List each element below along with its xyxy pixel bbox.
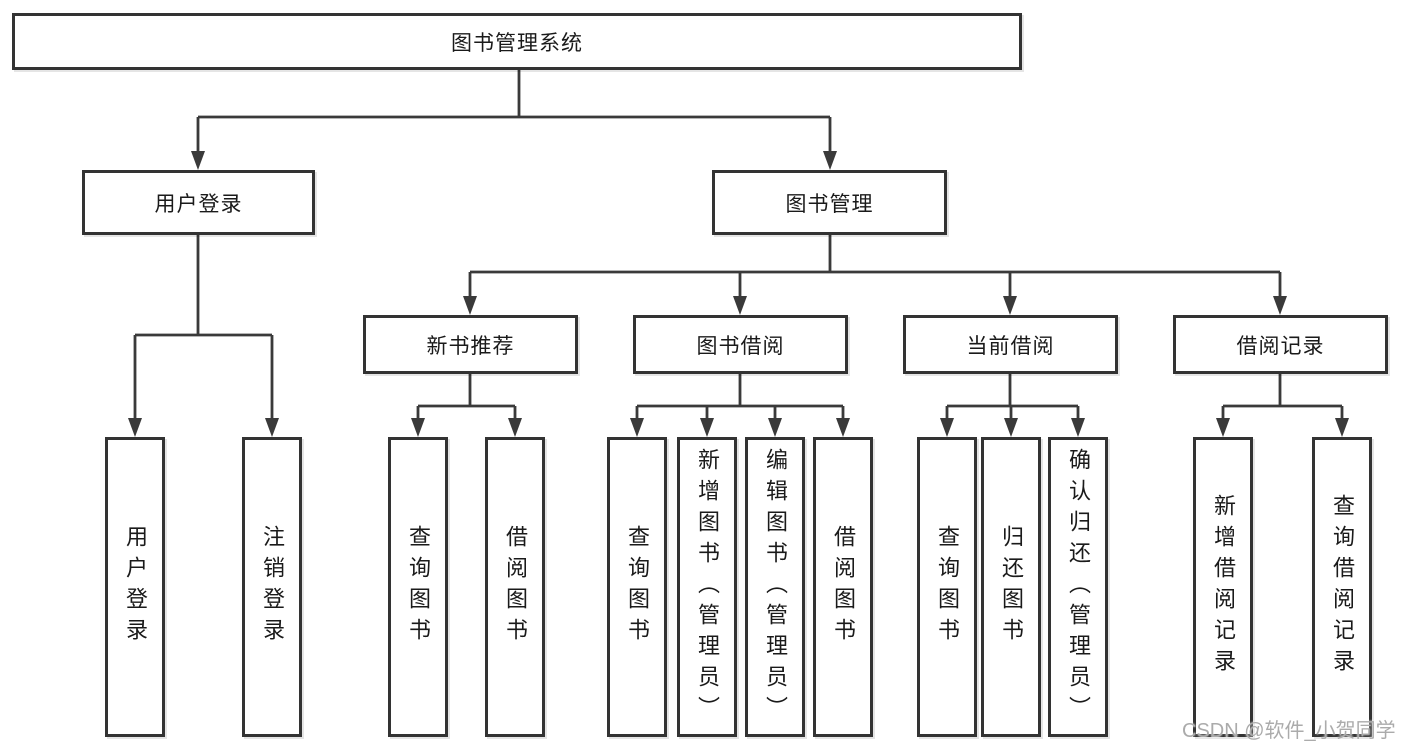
node-label: 注销登录	[260, 525, 285, 649]
node-label: 用户登录	[154, 192, 243, 216]
node-library-management-system: 图书管理系统	[12, 13, 1022, 70]
node-label: 借阅图书	[831, 525, 856, 649]
node-book-management: 图书管理	[712, 170, 947, 235]
node-label: 查询图书	[935, 525, 960, 649]
node-label: 编辑图书（管理员）	[763, 447, 788, 727]
leaf-add-borrow-record: 新增借阅记录	[1193, 437, 1253, 737]
node-label: 查询图书	[625, 525, 650, 649]
node-label: 借阅图书	[503, 525, 528, 649]
node-new-book-recommend: 新书推荐	[363, 315, 578, 374]
leaf-edit-book-admin: 编辑图书（管理员）	[745, 437, 805, 737]
node-label: 新增图书（管理员）	[695, 447, 720, 727]
node-label: 归还图书	[999, 525, 1024, 649]
csdn-watermark: CSDN @软件_小贺同学	[1182, 720, 1396, 742]
leaf-logout: 注销登录	[242, 437, 302, 737]
node-label: 图书管理系统	[451, 31, 583, 55]
node-label: 图书管理	[785, 192, 874, 216]
node-label: 新增借阅记录	[1211, 494, 1236, 680]
leaf-user-login: 用户登录	[105, 437, 165, 737]
node-label: 借阅记录	[1236, 334, 1325, 358]
node-user-login: 用户登录	[82, 170, 315, 235]
node-borrowing-records: 借阅记录	[1173, 315, 1388, 374]
node-current-borrowing: 当前借阅	[903, 315, 1118, 374]
node-label: 查询图书	[406, 525, 431, 649]
leaf-borrow-books-borrowing: 借阅图书	[813, 437, 873, 737]
leaf-add-book-admin: 新增图书（管理员）	[677, 437, 737, 737]
node-label: 确认归还（管理员）	[1066, 447, 1091, 727]
leaf-confirm-return-admin: 确认归还（管理员）	[1048, 437, 1108, 737]
tree-edges	[133, 70, 1344, 421]
leaf-query-books-borrowing: 查询图书	[607, 437, 667, 737]
leaf-return-book: 归还图书	[981, 437, 1041, 737]
node-label: 用户登录	[123, 525, 148, 649]
leaf-borrow-books-recommend: 借阅图书	[485, 437, 545, 737]
node-label: 新书推荐	[426, 334, 515, 358]
node-label: 查询借阅记录	[1330, 494, 1355, 680]
node-label: 图书借阅	[696, 334, 785, 358]
leaf-query-books-current: 查询图书	[917, 437, 977, 737]
node-label: 当前借阅	[966, 334, 1055, 358]
node-book-borrowing: 图书借阅	[633, 315, 848, 374]
leaf-query-books-recommend: 查询图书	[388, 437, 448, 737]
leaf-query-borrow-record: 查询借阅记录	[1312, 437, 1372, 737]
